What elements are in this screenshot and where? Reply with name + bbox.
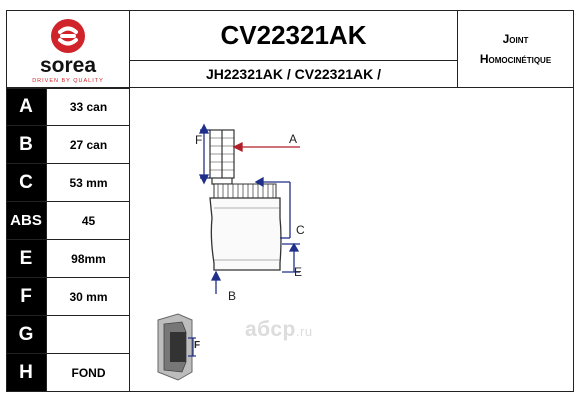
label-a: A [289, 132, 297, 146]
part-code: CV22321AK [129, 10, 458, 61]
spec-row-g: G [6, 316, 130, 354]
spec-value [46, 316, 130, 353]
spec-row-f: F 30 mm [6, 278, 130, 316]
spec-label: ABS [6, 202, 46, 239]
spec-value: 45 [46, 202, 130, 239]
joint-bell [209, 197, 282, 271]
label-b: B [228, 289, 236, 303]
part-type-line1: Joint [502, 32, 529, 46]
watermark-suffix: .ru [295, 324, 313, 339]
spec-value: FOND [46, 354, 130, 392]
label-c: C [296, 223, 305, 237]
brand-name: sorea [40, 54, 96, 77]
spec-table: A 33 can B 27 can C 53 mm ABS 45 E 98mm … [6, 88, 130, 392]
joint-thumbnail-icon [157, 313, 196, 381]
spec-label: C [6, 164, 46, 201]
watermark: абср.ru [245, 318, 313, 342]
spec-label: F [6, 278, 46, 315]
part-type-line2: Homocinétique [479, 52, 552, 66]
dimension-f [198, 123, 210, 185]
abs-ring [213, 183, 277, 199]
spec-row-h: H FOND [6, 354, 130, 392]
spec-value: 53 mm [46, 164, 130, 201]
spec-label: G [6, 316, 46, 353]
spec-row-abs: ABS 45 [6, 202, 130, 240]
spec-value: 30 mm [46, 278, 130, 315]
spec-row-e: E 98mm [6, 240, 130, 278]
joint-shaft [209, 129, 235, 179]
label-f: F [195, 133, 202, 147]
spec-label: E [6, 240, 46, 277]
spec-label: B [6, 126, 46, 163]
brand-tagline: DRIVEN BY QUALITY [32, 78, 104, 84]
dimension-c [254, 176, 291, 239]
dimension-e [282, 242, 300, 273]
spec-row-c: C 53 mm [6, 164, 130, 202]
dimension-a [232, 141, 300, 153]
watermark-text: абср [245, 318, 296, 341]
spec-label: A [6, 88, 46, 125]
spec-row-a: A 33 can [6, 88, 130, 126]
spec-value: 33 can [46, 88, 130, 125]
spec-row-b: B 27 can [6, 126, 130, 164]
label-e: E [294, 265, 302, 279]
alt-codes: JH22321AK / CV22321AK / [129, 60, 458, 88]
part-type: Joint Homocinétique [457, 10, 574, 88]
joint-diagram: F A C E B [130, 88, 574, 392]
brand-logo: sorea DRIVEN BY QUALITY [6, 10, 130, 88]
thumbnail-label-f: F [194, 340, 200, 351]
spec-value: 27 can [46, 126, 130, 163]
spec-value: 98mm [46, 240, 130, 277]
dimension-b [210, 270, 222, 294]
spec-label: H [6, 354, 46, 392]
